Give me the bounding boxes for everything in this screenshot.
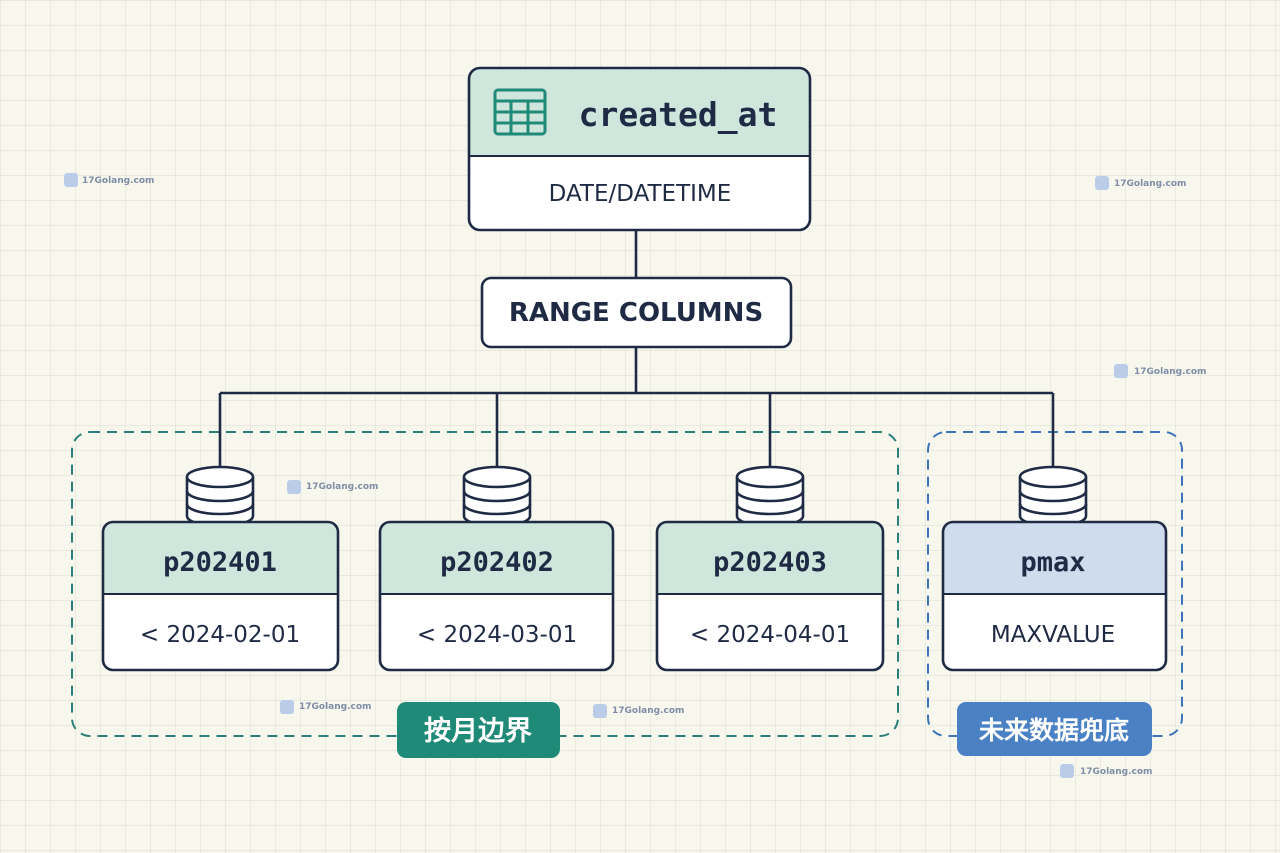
svg-text:17Golang.com: 17Golang.com — [299, 702, 371, 712]
partition-name: p202402 — [440, 547, 554, 578]
svg-text:17Golang.com: 17Golang.com — [1080, 767, 1152, 777]
partition-node-p202402: p202402 < 2024-03-01 — [378, 520, 615, 672]
table-grid-icon — [493, 88, 547, 136]
svg-text:17Golang.com: 17Golang.com — [1114, 179, 1186, 189]
svg-text:17Golang.com: 17Golang.com — [612, 706, 684, 716]
tree-connectors — [218, 230, 1055, 466]
watermark-middle: 17Golang.com — [287, 480, 378, 494]
group-monthly-label-badge: 按月边界 — [397, 702, 560, 758]
watermark-left: 17Golang.com — [64, 173, 154, 187]
partition-name: pmax — [1020, 547, 1085, 578]
watermark-bottom-right: 17Golang.com — [1060, 764, 1152, 778]
database-icon — [1018, 465, 1088, 528]
partition-bound: < 2024-02-01 — [140, 622, 300, 648]
svg-text:17Golang.com: 17Golang.com — [1134, 367, 1206, 377]
database-icon — [735, 465, 805, 528]
group-monthly-box — [71, 431, 899, 737]
partition-bound: < 2024-03-01 — [417, 622, 577, 648]
watermark-bottom-center: 17Golang.com — [593, 704, 684, 718]
partition-node-p202401: p202401 < 2024-02-01 — [101, 520, 340, 672]
watermark-right-mid: 17Golang.com — [1114, 364, 1206, 378]
partition-node-p202403: p202403 < 2024-04-01 — [655, 520, 885, 672]
partition-name: p202403 — [713, 547, 827, 578]
partition-bound: MAXVALUE — [991, 622, 1115, 648]
watermark-right-top: 17Golang.com — [1095, 176, 1186, 190]
root-column-title: created_at — [579, 95, 778, 134]
root-column-type: DATE/DATETIME — [549, 181, 732, 207]
group-monthly-label: 按月边界 — [424, 715, 532, 747]
partition-bound: < 2024-04-01 — [690, 622, 850, 648]
database-icon — [185, 465, 255, 528]
database-icon — [462, 465, 532, 528]
group-future-label-badge: 未来数据兜底 — [957, 702, 1152, 756]
root-column-node: created_at DATE/DATETIME — [467, 66, 812, 232]
svg-text:17Golang.com: 17Golang.com — [82, 176, 154, 186]
watermark-bottom-left: 17Golang.com — [280, 700, 371, 714]
partition-name: p202401 — [163, 547, 277, 578]
svg-text:17Golang.com: 17Golang.com — [306, 482, 378, 492]
partition-method-node: RANGE COLUMNS — [480, 276, 793, 349]
group-future-label: 未来数据兜底 — [979, 716, 1129, 745]
partition-method-label: RANGE COLUMNS — [509, 298, 763, 328]
